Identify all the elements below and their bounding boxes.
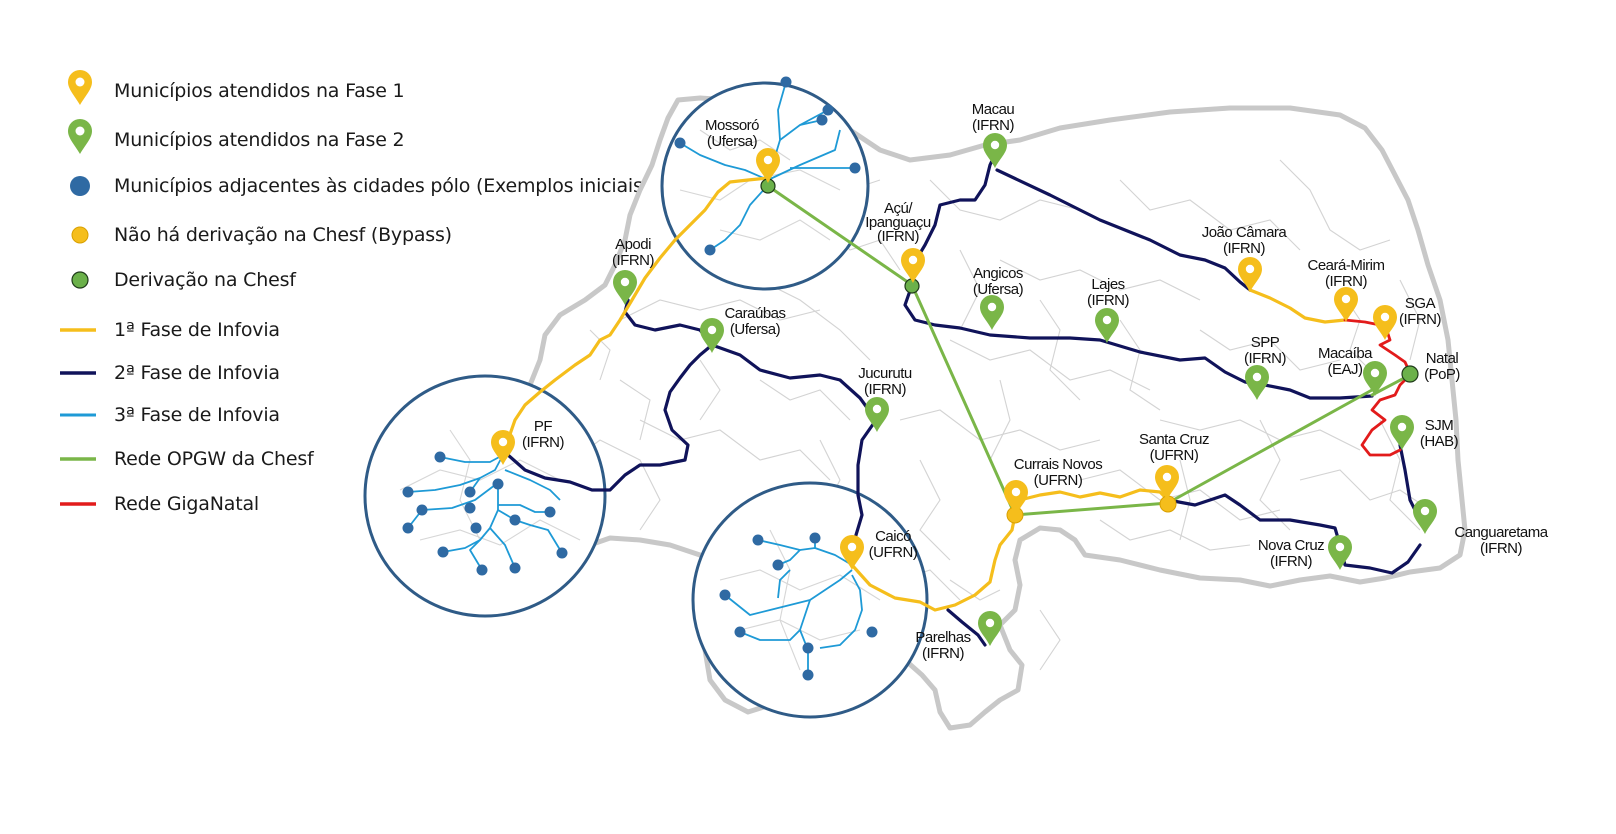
legend-label: 3ª Fase de Infovia — [114, 404, 280, 426]
chesf-derivation-dot — [1401, 365, 1419, 383]
legend-item-phase2-cities: Municípios atendidos na Fase 2 — [60, 119, 405, 158]
infovia-phase1-lines — [501, 176, 1347, 612]
legend-label: Municípios atendidos na Fase 2 — [114, 129, 405, 151]
adjacent-city-dot — [816, 114, 828, 126]
adjacent-city-dot — [780, 76, 792, 88]
legend-label: 2ª Fase de Infovia — [114, 362, 280, 384]
city-label-macaiba: Macaíba(EAJ) — [1318, 345, 1373, 378]
city-label-joao-camara: João Câmara(IFRN) — [1202, 224, 1288, 257]
legend-label: Não há derivação na Chesf (Bypass) — [114, 224, 452, 246]
city-label-sjm: SJM(HAB) — [1420, 417, 1459, 450]
adjacent-city-dot — [437, 546, 449, 558]
adjacent-city-dot — [849, 162, 861, 174]
green-pin-icon — [60, 119, 100, 158]
legend-label: Municípios atendidos na Fase 1 — [114, 80, 405, 102]
adjacent-city-dot — [464, 502, 476, 514]
legend-label: 1ª Fase de Infovia — [114, 319, 280, 341]
yellow-pin-icon — [60, 70, 100, 109]
adjacent-city-dot — [704, 244, 716, 256]
adjacent-city-dot — [492, 478, 504, 490]
legend-label: Municípios adjacentes às cidades pólo (E… — [114, 175, 650, 197]
legend-label: Derivação na Chesf — [114, 269, 296, 291]
infovia-phase3-lines — [407, 81, 863, 675]
city-label-caico: Caicó(UFRN) — [869, 528, 918, 561]
city-labels: Mossoró(Ufersa) Apodi(IFRN) Caraúbas(Ufe… — [522, 101, 1549, 662]
city-label-currais-novos: Currais Novos(UFRN) — [1014, 456, 1103, 489]
adjacent-city-dot — [402, 522, 414, 534]
adjacent-city-dot — [772, 559, 784, 571]
city-label-macau: Macau(IFRN) — [972, 101, 1015, 134]
city-label-mossoro: Mossoró(Ufersa) — [705, 117, 759, 150]
adjacent-city-dot — [802, 669, 814, 681]
bypass-dot — [1159, 495, 1177, 513]
pf-cluster-circle — [363, 374, 607, 618]
city-label-angicos: Angicos(Ufersa) — [973, 265, 1024, 298]
blue-dot-icon — [60, 168, 100, 204]
legend-item-adjacent-cities: Municípios adjacentes às cidades pólo (E… — [60, 168, 650, 204]
navy-line-icon — [60, 355, 100, 391]
junction-dots — [760, 178, 1419, 524]
cyan-line-icon — [60, 397, 100, 433]
adjacent-city-dot — [470, 522, 482, 534]
adjacent-city-dot — [809, 532, 821, 544]
red-line-icon — [60, 486, 100, 522]
adjacent-city-dot — [464, 486, 476, 498]
legend-item-bypass: Não há derivação na Chesf (Bypass) — [60, 217, 452, 253]
city-label-parelhas: Parelhas(IFRN) — [915, 629, 970, 662]
adjacent-city-dot — [719, 589, 731, 601]
yellow-dot-icon — [60, 217, 100, 253]
city-label-ceara-mirim: Ceará-Mirim(IFRN) — [1308, 257, 1385, 290]
legend-item-phase1-cities: Municípios atendidos na Fase 1 — [60, 70, 405, 109]
adjacent-city-dot — [509, 514, 521, 526]
city-label-sga: SGA(IFRN) — [1399, 295, 1441, 328]
adjacent-city-dot — [674, 137, 686, 149]
adjacent-city-dot — [822, 104, 834, 116]
adjacent-city-dot — [866, 626, 878, 638]
city-label-pf: PF(IFRN) — [522, 418, 564, 451]
city-label-lajes: Lajes(IFRN) — [1087, 276, 1129, 309]
adjacent-city-dot — [416, 504, 428, 516]
city-label-spp: SPP(IFRN) — [1244, 334, 1286, 367]
city-label-apodi: Apodi(IFRN) — [612, 236, 654, 269]
adjacent-city-dot — [802, 642, 814, 654]
adjacent-city-dot — [434, 451, 446, 463]
yellow-line-icon — [60, 312, 100, 348]
city-label-caraubas: Caraúbas(Ufersa) — [724, 305, 785, 338]
green-line-icon — [60, 441, 100, 477]
city-label-santa-cruz: Santa Cruz(UFRN) — [1139, 431, 1209, 464]
legend-item-chesf-derivation: Derivação na Chesf — [60, 262, 296, 298]
legend-label: Rede OPGW da Chesf — [114, 448, 314, 470]
adjacent-city-dot — [476, 564, 488, 576]
city-label-jucurutu: Jucurutu(IFRN) — [858, 365, 912, 398]
infovia-phase2-lines — [506, 148, 1422, 647]
legend-item-infovia-phase2: 2ª Fase de Infovia — [60, 355, 280, 391]
legend-item-opgw: Rede OPGW da Chesf — [60, 441, 314, 477]
adjacent-city-dot — [544, 506, 556, 518]
adjacent-municipality-dots — [402, 76, 878, 681]
adjacent-city-dot — [734, 626, 746, 638]
green-dot-icon — [60, 262, 100, 298]
legend-item-giganatal: Rede GigaNatal — [60, 486, 259, 522]
adjacent-city-dot — [752, 534, 764, 546]
map-legend: Municípios atendidos na Fase 1 Município… — [0, 0, 650, 560]
legend-label: Rede GigaNatal — [114, 493, 259, 515]
city-label-acu: Açú/Ipanguaçu(IFRN) — [865, 200, 931, 245]
adjacent-city-dot — [556, 547, 568, 559]
adjacent-city-dot — [509, 562, 521, 574]
city-label-natal: Natal(PoP) — [1424, 350, 1460, 383]
city-label-nova-cruz: Nova Cruz(IFRN) — [1258, 537, 1324, 570]
legend-item-infovia-phase1: 1ª Fase de Infovia — [60, 312, 280, 348]
adjacent-city-dot — [402, 486, 414, 498]
city-label-canguaretama: Canguaretama(IFRN) — [1454, 524, 1548, 557]
legend-item-infovia-phase3: 3ª Fase de Infovia — [60, 397, 280, 433]
